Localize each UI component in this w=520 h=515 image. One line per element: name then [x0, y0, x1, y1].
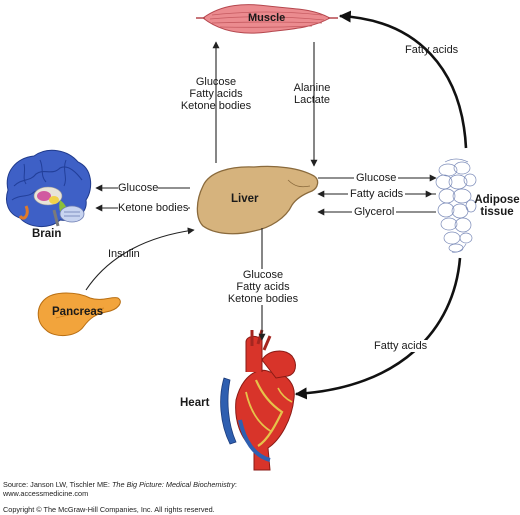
adipose-label: Adipose tissue [474, 194, 520, 218]
brain-ketone-label: Ketone bodies [118, 202, 189, 214]
muscle-label: Muscle [248, 12, 286, 24]
flow-label: Ketone bodies [227, 293, 299, 305]
pancreas-label: Pancreas [52, 306, 104, 318]
muscle-illustration [196, 4, 338, 34]
flow-label: Fatty acids [236, 281, 290, 293]
liver-to-muscle-labels: Glucose Fatty acids Ketone bodies [176, 76, 256, 112]
adipose-to-heart-label: Fatty acids [374, 340, 428, 352]
liver-label: Liver [231, 193, 259, 205]
arrow-pancreas-to-liver [85, 227, 195, 291]
source-prefix: Source: Janson LW, Tischler ME: [3, 480, 112, 489]
adipose-glycerol-label: Glycerol [352, 206, 397, 218]
pancreas-illustration [37, 292, 121, 336]
flow-label: Fatty acids [189, 88, 243, 100]
muscle-to-liver-labels: Alanine Lactate [280, 82, 344, 106]
flow-label: Glucose [242, 269, 284, 281]
flow-label: Lactate [293, 94, 331, 106]
brain-illustration [6, 149, 92, 227]
adipose-label-line1: Adipose [474, 194, 520, 206]
flow-label: Ketone bodies [180, 100, 252, 112]
insulin-label: Insulin [108, 248, 140, 260]
brain-label: Brain [32, 228, 62, 240]
source-citation: Source: Janson LW, Tischler ME: The Big … [3, 480, 237, 489]
flow-label: Glucose [195, 76, 237, 88]
adipose-glucose-label: Glucose [354, 172, 399, 184]
brain-glucose-label: Glucose [118, 182, 159, 194]
flow-label: Alanine [293, 82, 331, 94]
heart-label: Heart [180, 397, 210, 409]
source-title: The Big Picture: Medical Biochemistry [111, 480, 235, 489]
arrow-adipose-to-heart [294, 257, 462, 400]
liver-illustration [196, 165, 319, 235]
liver-to-heart-labels: Glucose Fatty acids Ketone bodies [224, 269, 302, 305]
source-url: www.accessmedicine.com [3, 489, 89, 498]
copyright: Copyright © The McGraw-Hill Companies, I… [3, 505, 215, 514]
heart-illustration [220, 329, 296, 471]
adipose-fattyacids-label: Fatty acids [348, 188, 406, 200]
adipose-label-line2: tissue [480, 206, 514, 218]
adipose-illustration [435, 158, 477, 253]
source-suffix: : [234, 480, 237, 489]
arrow-adipose-to-muscle [338, 10, 468, 149]
adipose-to-muscle-label: Fatty acids [405, 44, 459, 56]
